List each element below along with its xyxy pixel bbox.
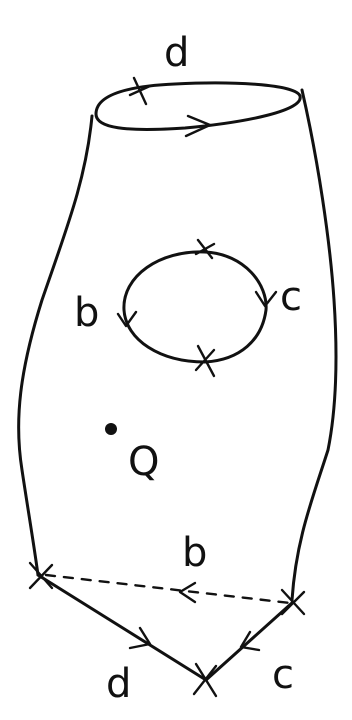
hole-boundary-curve [124, 252, 266, 362]
bottom-d-label: d [106, 661, 131, 707]
top-cross-mark [130, 78, 150, 104]
top-boundary-curve [96, 83, 300, 130]
bottom-b-label: b [182, 530, 207, 576]
hole-c-label: c [280, 274, 302, 320]
bottom-center-cross-mark [194, 664, 216, 696]
bottom-b-dashed-segment [46, 575, 290, 603]
left-side-curve [19, 116, 92, 575]
bottom-c-label: c [272, 652, 294, 698]
marked-point-dot [105, 423, 117, 435]
point-q-label: Q [128, 439, 159, 485]
hole-b-label: b [74, 290, 99, 336]
top-d-label: d [164, 30, 189, 76]
right-side-curve [292, 90, 336, 600]
hole-top-cross-mark [196, 240, 214, 258]
